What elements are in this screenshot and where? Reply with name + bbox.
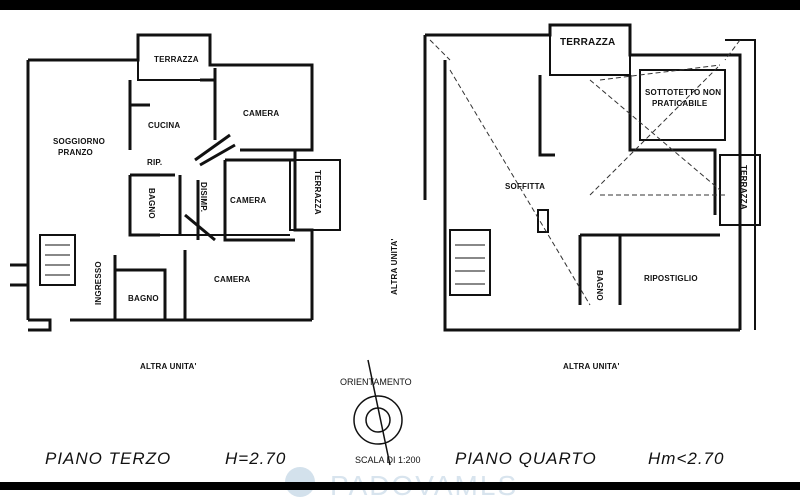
room-bagno-middle: BAGNO — [147, 188, 156, 219]
top-border — [0, 0, 800, 10]
room-pranzo: PRANZO — [58, 148, 93, 157]
caption-left-floor: PIANO TERZO — [45, 449, 172, 468]
room-soggiorno: SOGGIORNO — [53, 137, 106, 146]
room-disimpegno: DISIMP. — [199, 182, 208, 213]
caption-right-floor: PIANO QUARTO — [455, 449, 597, 468]
room-soffitta: SOFFITTA — [505, 182, 546, 191]
room-terrazza-top-left: TERRAZZA — [154, 55, 199, 64]
room-camera-bottom: CAMERA — [214, 275, 251, 284]
room-cucina: CUCINA — [148, 121, 181, 130]
room-praticabile: PRATICABILE — [652, 99, 708, 108]
room-ripostiglio-right: RIPOSTIGLIO — [644, 274, 698, 283]
floor-plan-drawing — [10, 23, 761, 466]
room-terrazza-side-left: TERRAZZA — [313, 170, 322, 215]
room-ingresso: INGRESSO — [94, 261, 103, 305]
room-camera-middle: CAMERA — [230, 196, 267, 205]
room-bagno-bottom: BAGNO — [128, 294, 159, 303]
caption-left-height: H=2.70 — [225, 449, 287, 468]
room-sottotetto: SOTTOTETTO NON — [645, 88, 722, 97]
room-terrazza-top-right: TERRAZZA — [560, 37, 616, 48]
room-terrazza-side-right: TERRAZZA — [739, 165, 748, 210]
room-ripostiglio: RIP. — [147, 158, 163, 167]
altra-unita-bottom-right: ALTRA UNITA' — [563, 362, 620, 371]
room-bagno-right: BAGNO — [595, 270, 604, 301]
altra-unita-side-right: ALTRA UNITA' — [390, 238, 399, 295]
altra-unita-left: ALTRA UNITA' — [140, 362, 197, 371]
room-camera-top: CAMERA — [243, 109, 280, 118]
caption-right-height: Hm<2.70 — [648, 449, 725, 468]
orientation-label: ORIENTAMENTO — [340, 377, 412, 387]
scale-label: SCALA DI 1:200 — [355, 455, 421, 465]
bottom-border — [0, 482, 800, 490]
